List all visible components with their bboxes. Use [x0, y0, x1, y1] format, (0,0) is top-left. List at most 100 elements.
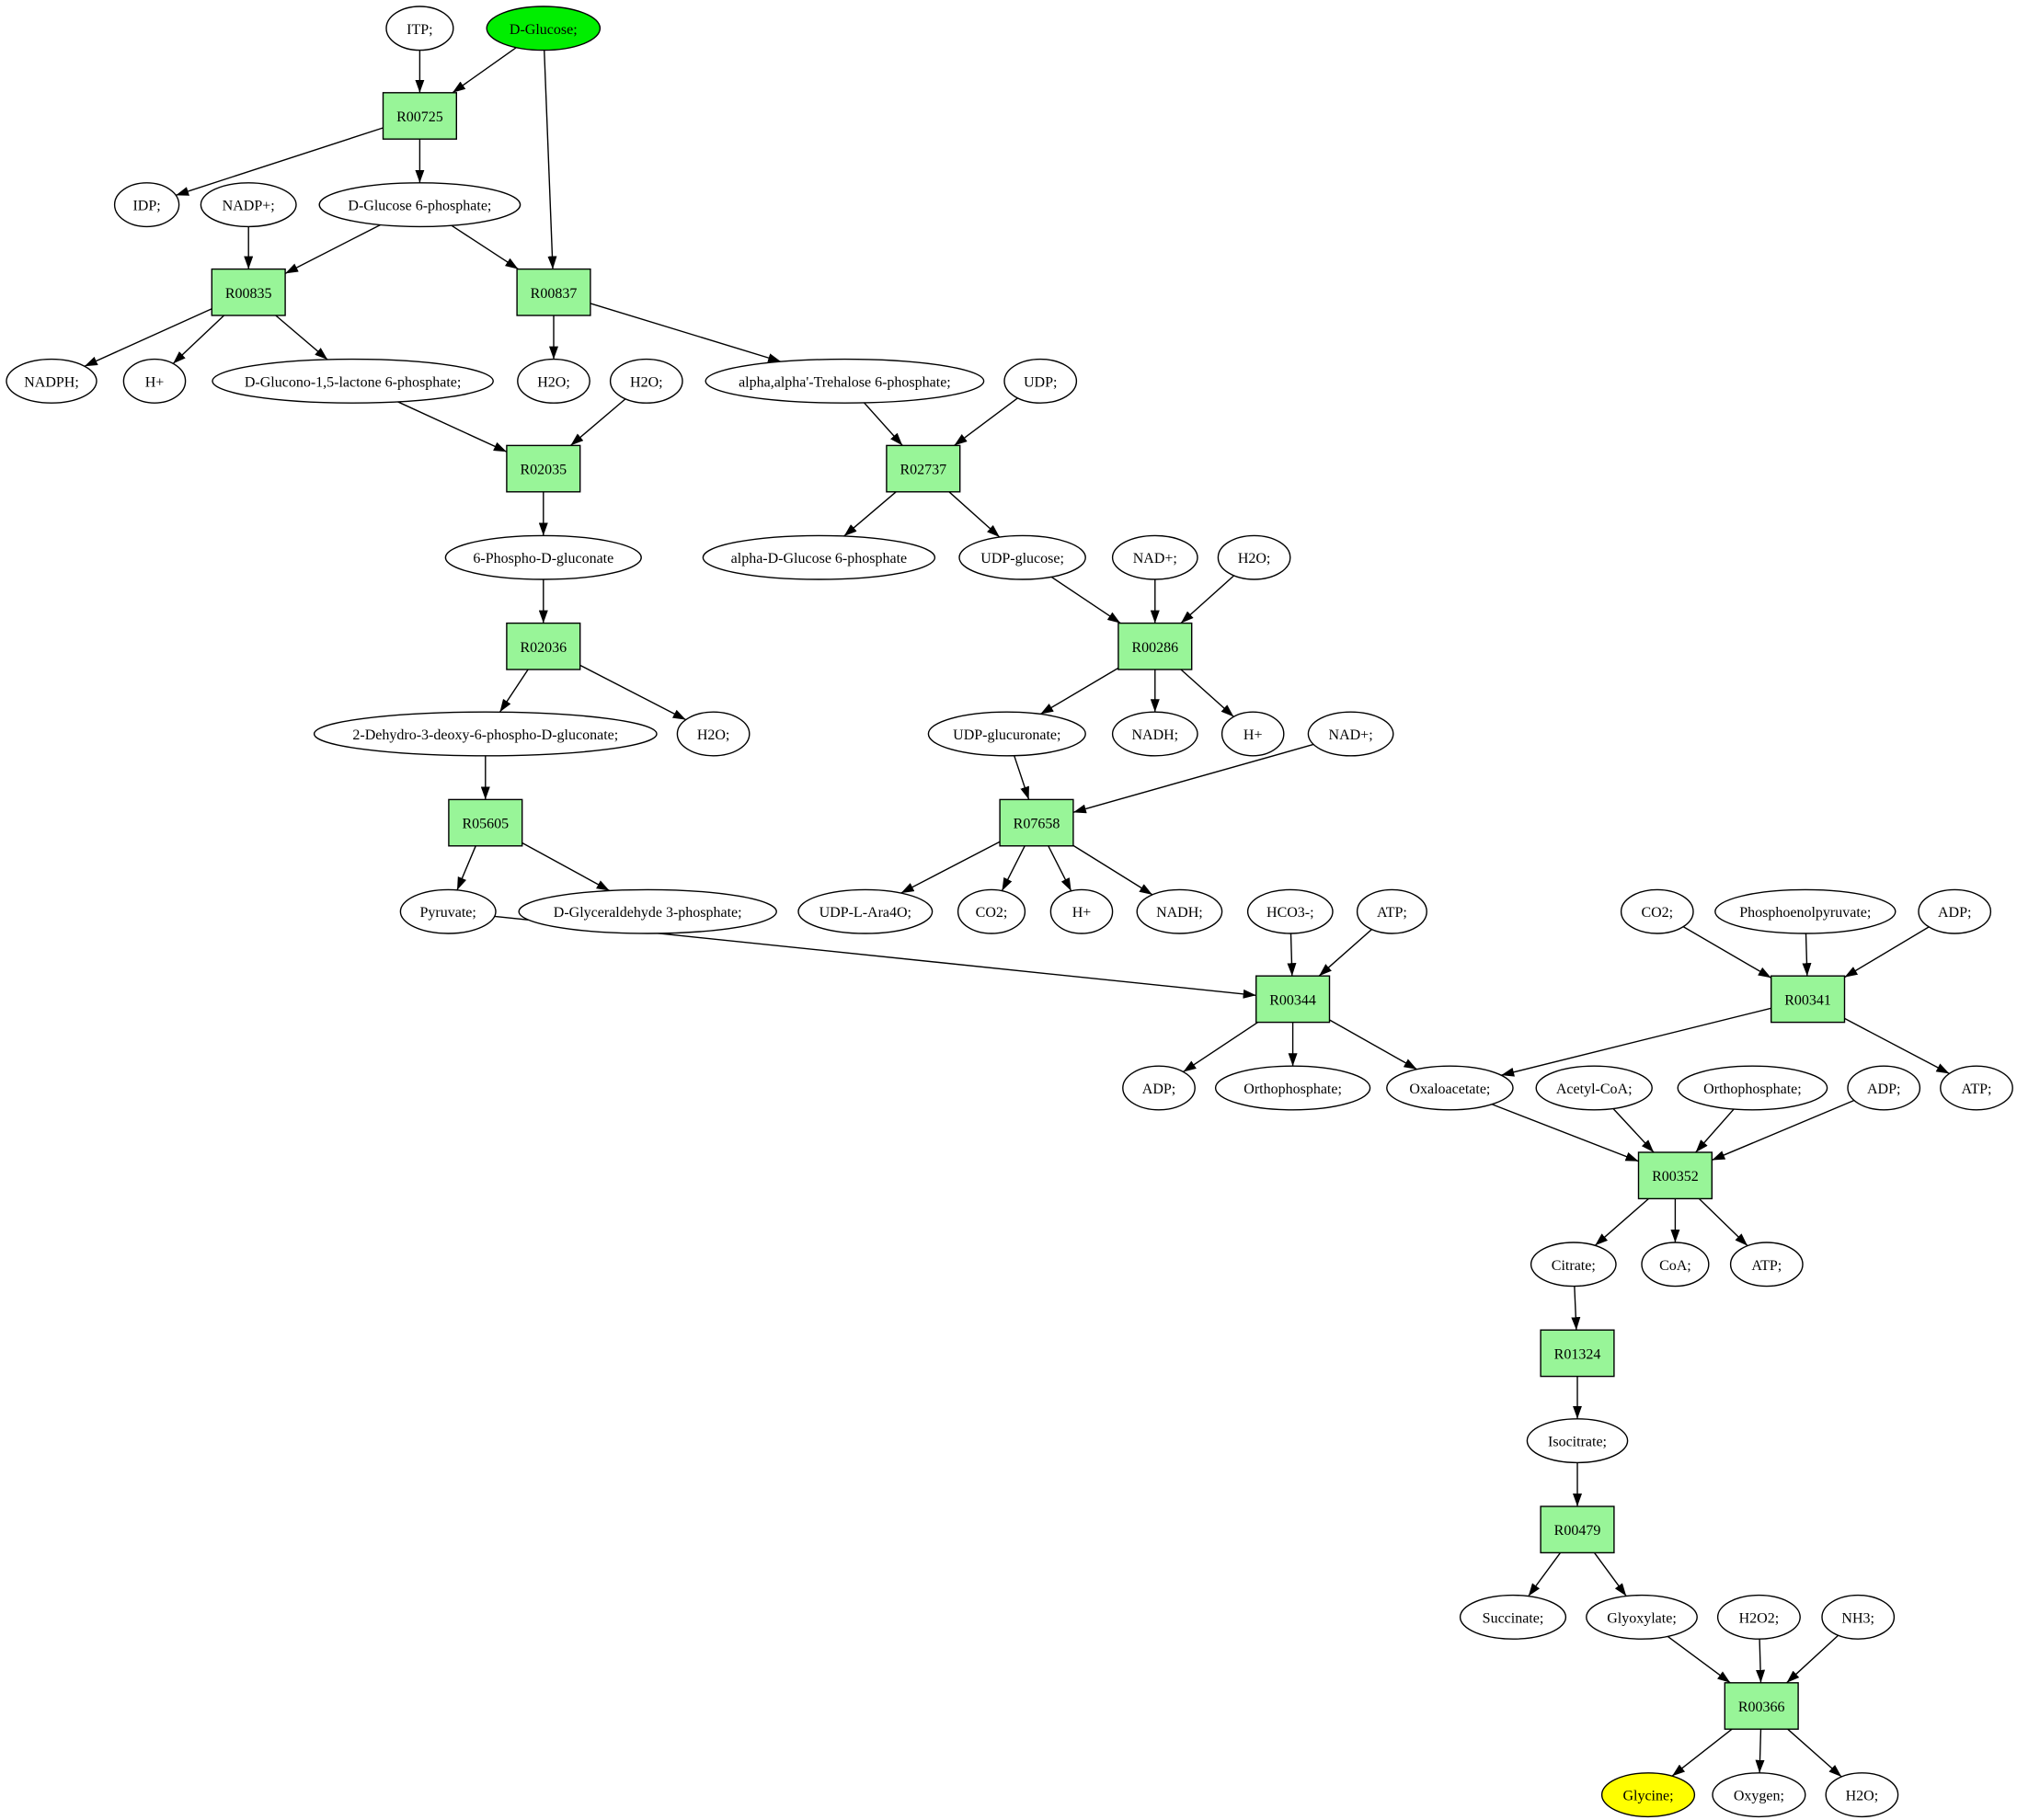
reaction-node-r05605: R05605: [448, 798, 523, 847]
metabolite-ellipse: [200, 182, 297, 228]
edge-trehalose-to-r02737: [864, 402, 903, 446]
node-label: ADP;: [1867, 1082, 1900, 1097]
node-label: R05605: [462, 817, 509, 832]
metabolite-ellipse: [1049, 888, 1114, 934]
metabolite-node-succinate: Succinate;: [1459, 1594, 1567, 1640]
node-label: Glyoxylate;: [1607, 1610, 1677, 1626]
metabolite-node-hplus1: H+: [122, 358, 187, 404]
metabolite-node-h2o5: H2O;: [1825, 1772, 1899, 1818]
node-label: Acetyl-CoA;: [1556, 1082, 1633, 1097]
edge-r00352-to-atp3: [1698, 1197, 1748, 1247]
edge-r05605-to-gap: [521, 841, 611, 892]
metabolite-node-adp3: ADP;: [1847, 1065, 1921, 1111]
metabolite-node-udp: UDP;: [1003, 358, 1078, 404]
node-label: NADH;: [1131, 727, 1178, 743]
node-label: D-Glucose 6-phosphate;: [348, 199, 491, 214]
metabolite-ellipse: [1847, 1065, 1921, 1111]
node-label: UDP;: [1024, 374, 1057, 390]
metabolite-ellipse: [1600, 1772, 1696, 1818]
node-label: NAD+;: [1133, 551, 1177, 567]
edge-ortho2-to-r00352: [1695, 1108, 1735, 1153]
metabolite-node-nadh2: NADH;: [1136, 888, 1223, 934]
node-label: ATP;: [1962, 1082, 1992, 1097]
metabolite-ellipse: [1716, 1594, 1801, 1640]
reaction-box: [1637, 1151, 1713, 1200]
metabolite-ellipse: [1586, 1594, 1698, 1640]
edge-r07658-to-hplus3: [1048, 845, 1072, 892]
metabolite-ellipse: [486, 6, 602, 52]
node-label: H2O;: [697, 727, 730, 743]
metabolite-ellipse: [927, 711, 1086, 757]
node-label: R02737: [900, 463, 946, 478]
reaction-node-r00835: R00835: [211, 268, 286, 316]
node-label: NAD+;: [1329, 727, 1373, 743]
metabolite-node-kdpg: 2-Dehydro-3-deoxy-6-phospho-D-gluconate;: [313, 711, 658, 757]
metabolite-ellipse: [1307, 711, 1394, 757]
node-label: H2O;: [537, 374, 570, 390]
metabolite-node-atp3: ATP;: [1729, 1242, 1804, 1288]
node-label: UDP-glucose;: [980, 551, 1064, 567]
metabolite-ellipse: [957, 888, 1026, 934]
node-label: R00837: [531, 286, 578, 302]
edge-r02036-to-kdpg: [499, 669, 529, 713]
edge-r00341-to-oxaloacetate: [1501, 1007, 1771, 1077]
reaction-node-r00286: R00286: [1117, 622, 1193, 670]
edge-r02737-to-udpglucose: [948, 491, 1001, 538]
node-label: ADP;: [1938, 905, 1971, 921]
edge-r05605-to-pyruvate: [456, 845, 476, 891]
metabolite-node-hplus3: H+: [1049, 888, 1114, 934]
node-label: R02035: [520, 463, 567, 478]
metabolite-node-phosphogluconate: 6-Phospho-D-gluconate: [444, 534, 642, 580]
node-label: R00341: [1784, 992, 1831, 1008]
metabolite-node-h2o4: H2O;: [676, 711, 751, 757]
metabolite-node-udpglucose: UDP-glucose;: [958, 534, 1086, 580]
node-label: R00479: [1554, 1523, 1601, 1539]
metabolite-ellipse: [1535, 1065, 1653, 1111]
edge-h2o2b-to-r00366: [1756, 1639, 1766, 1683]
metabolite-node-adp1: ADP;: [1918, 888, 1992, 934]
metabolite-ellipse: [1221, 711, 1285, 757]
metabolite-node-alphag6p: alpha-D-Glucose 6-phosphate: [702, 534, 936, 580]
node-label: UDP-glucuronate;: [953, 727, 1060, 743]
node-label: H+: [1243, 727, 1263, 743]
node-label: NADH;: [1156, 905, 1203, 921]
metabolite-node-nadh1: NADH;: [1111, 711, 1198, 757]
metabolite-ellipse: [518, 888, 777, 934]
reaction-node-r00344: R00344: [1255, 975, 1331, 1024]
node-label: ADP;: [1142, 1082, 1175, 1097]
metabolite-node-co2b: CO2;: [1620, 888, 1694, 934]
edge-r00366-to-glycine: [1671, 1728, 1733, 1777]
edge-udpglucuronate-to-r07658: [1014, 755, 1030, 800]
node-label: ATP;: [1751, 1258, 1782, 1274]
node-label: UDP-L-Ara4O;: [819, 905, 911, 921]
metabolite-ellipse: [609, 358, 683, 404]
metabolite-node-gap: D-Glyceraldehyde 3-phosphate;: [518, 888, 777, 934]
metabolite-ellipse: [1620, 888, 1694, 934]
metabolite-ellipse: [1729, 1242, 1804, 1288]
edge-atp1-to-r00344: [1318, 929, 1372, 977]
edge-r00725-to-idp: [175, 127, 384, 196]
edge-hco3-to-r00344: [1287, 933, 1297, 977]
node-label: Orthophosphate;: [1703, 1082, 1802, 1097]
node-label: H+: [1072, 905, 1092, 921]
reaction-node-r07658: R07658: [999, 798, 1074, 847]
metabolite-ellipse: [385, 6, 454, 52]
reaction-box: [1770, 975, 1846, 1024]
node-label: Glycine;: [1622, 1789, 1673, 1804]
reaction-box: [211, 268, 286, 316]
edge-oxaloacetate-to-r00352: [1491, 1104, 1639, 1162]
reaction-node-r02035: R02035: [506, 444, 581, 493]
metabolite-ellipse: [1940, 1065, 2013, 1111]
node-label: NADPH;: [24, 374, 79, 390]
reaction-box: [1540, 1329, 1615, 1378]
node-label: R01324: [1554, 1346, 1601, 1362]
metabolite-node-nadp: NADP+;: [200, 182, 297, 228]
edge-acetylcoa-to-r00352: [1612, 1107, 1655, 1153]
metabolite-ellipse: [1356, 888, 1427, 934]
edge-g6p-to-r00835: [284, 223, 381, 275]
edge-r00835-to-glucono: [275, 315, 328, 361]
metabolite-node-oxaloacetate: Oxaloacetate;: [1386, 1065, 1514, 1111]
metabolite-node-acetylcoa: Acetyl-CoA;: [1535, 1065, 1653, 1111]
metabolite-ellipse: [1821, 1594, 1896, 1640]
